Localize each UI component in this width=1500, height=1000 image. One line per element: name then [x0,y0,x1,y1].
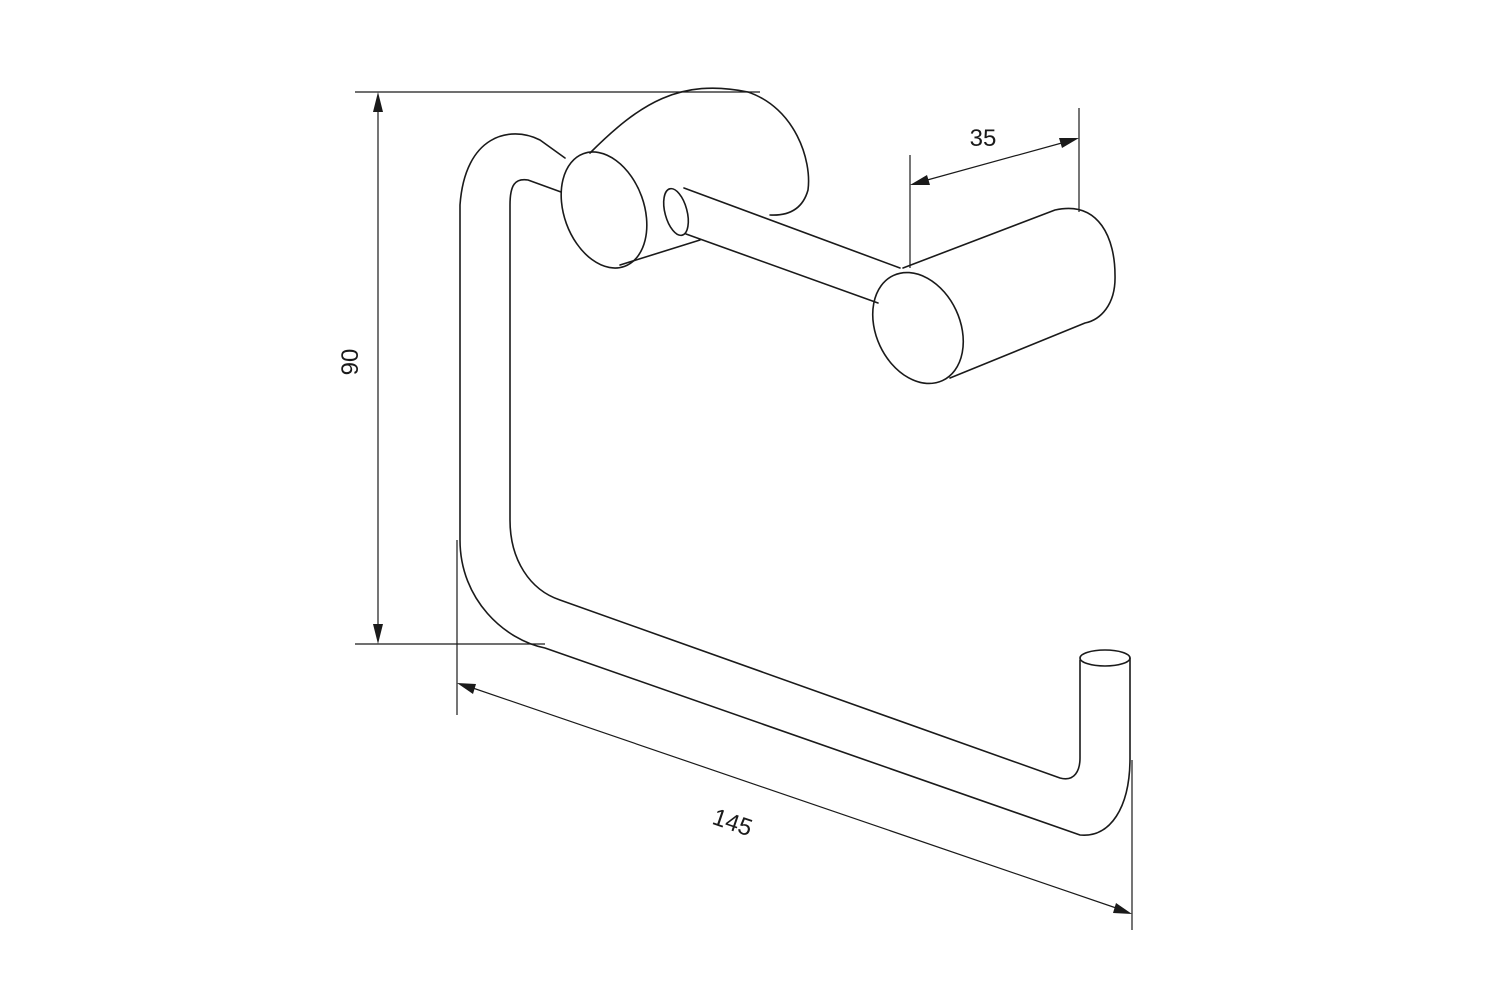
rosette-left-bottom-edge [619,239,701,266]
spindle-top-edge [683,187,901,269]
endcap-face [871,271,965,385]
endcap-top-edge [902,207,1116,379]
arm-tip-cap [1079,649,1131,667]
dimension-height: 90 [337,91,760,645]
holder-outline [459,87,1131,836]
dimension-depth: 35 [909,108,1080,268]
width-arrow-left [457,683,476,694]
spindle-end-cap [662,187,690,237]
depth-dimension-line [919,140,1070,183]
depth-label: 35 [970,125,997,152]
height-label: 90 [337,349,364,376]
width-label: 145 [709,804,756,843]
rosette-left-face [560,151,648,269]
depth-arrow-left [910,175,930,185]
depth-arrow-right [1059,138,1079,148]
rosette-left-back-arc [589,87,810,216]
height-arrow-bottom [373,624,383,644]
height-arrow-top [373,92,383,112]
spindle-bottom-edge [685,233,879,304]
dimension-width: 145 [456,540,1133,930]
arm-inner-edge [509,178,1081,780]
width-dimension-line [466,685,1123,911]
arm-outer-edge [459,133,1131,836]
width-arrow-right [1113,903,1132,914]
